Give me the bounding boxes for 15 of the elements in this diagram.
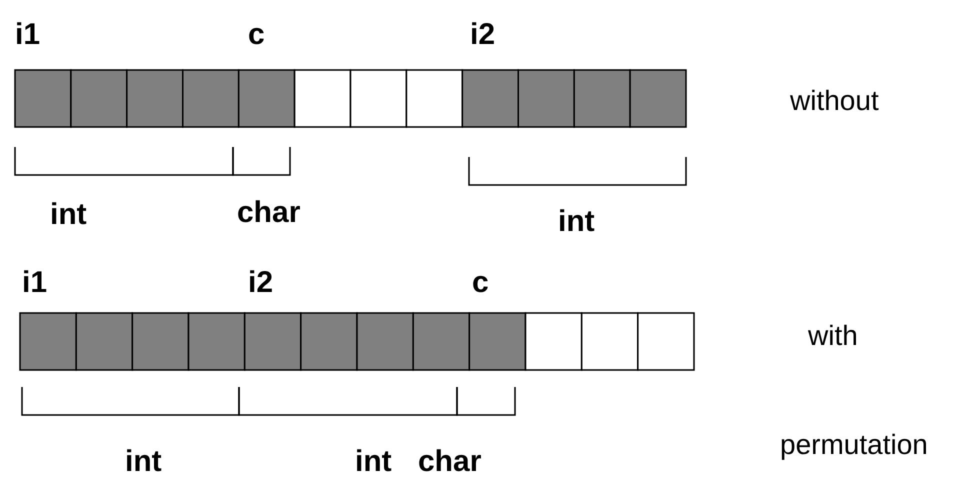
type-label: int xyxy=(50,200,87,230)
row-caption: without xyxy=(790,87,879,115)
type-label: char xyxy=(418,447,482,477)
field-name: i1 xyxy=(22,268,48,298)
field-name: i2 xyxy=(470,20,496,50)
row-caption: with xyxy=(808,322,858,350)
type-label: int xyxy=(558,207,595,237)
type-label: int xyxy=(355,447,392,477)
type-label: char xyxy=(237,198,300,228)
field-name: i1 xyxy=(15,20,40,50)
field-name: c xyxy=(472,268,489,298)
field-name: i2 xyxy=(248,268,274,298)
row-caption: permutation xyxy=(780,431,928,459)
field-name: c xyxy=(248,20,265,50)
type-label: int xyxy=(125,447,162,477)
